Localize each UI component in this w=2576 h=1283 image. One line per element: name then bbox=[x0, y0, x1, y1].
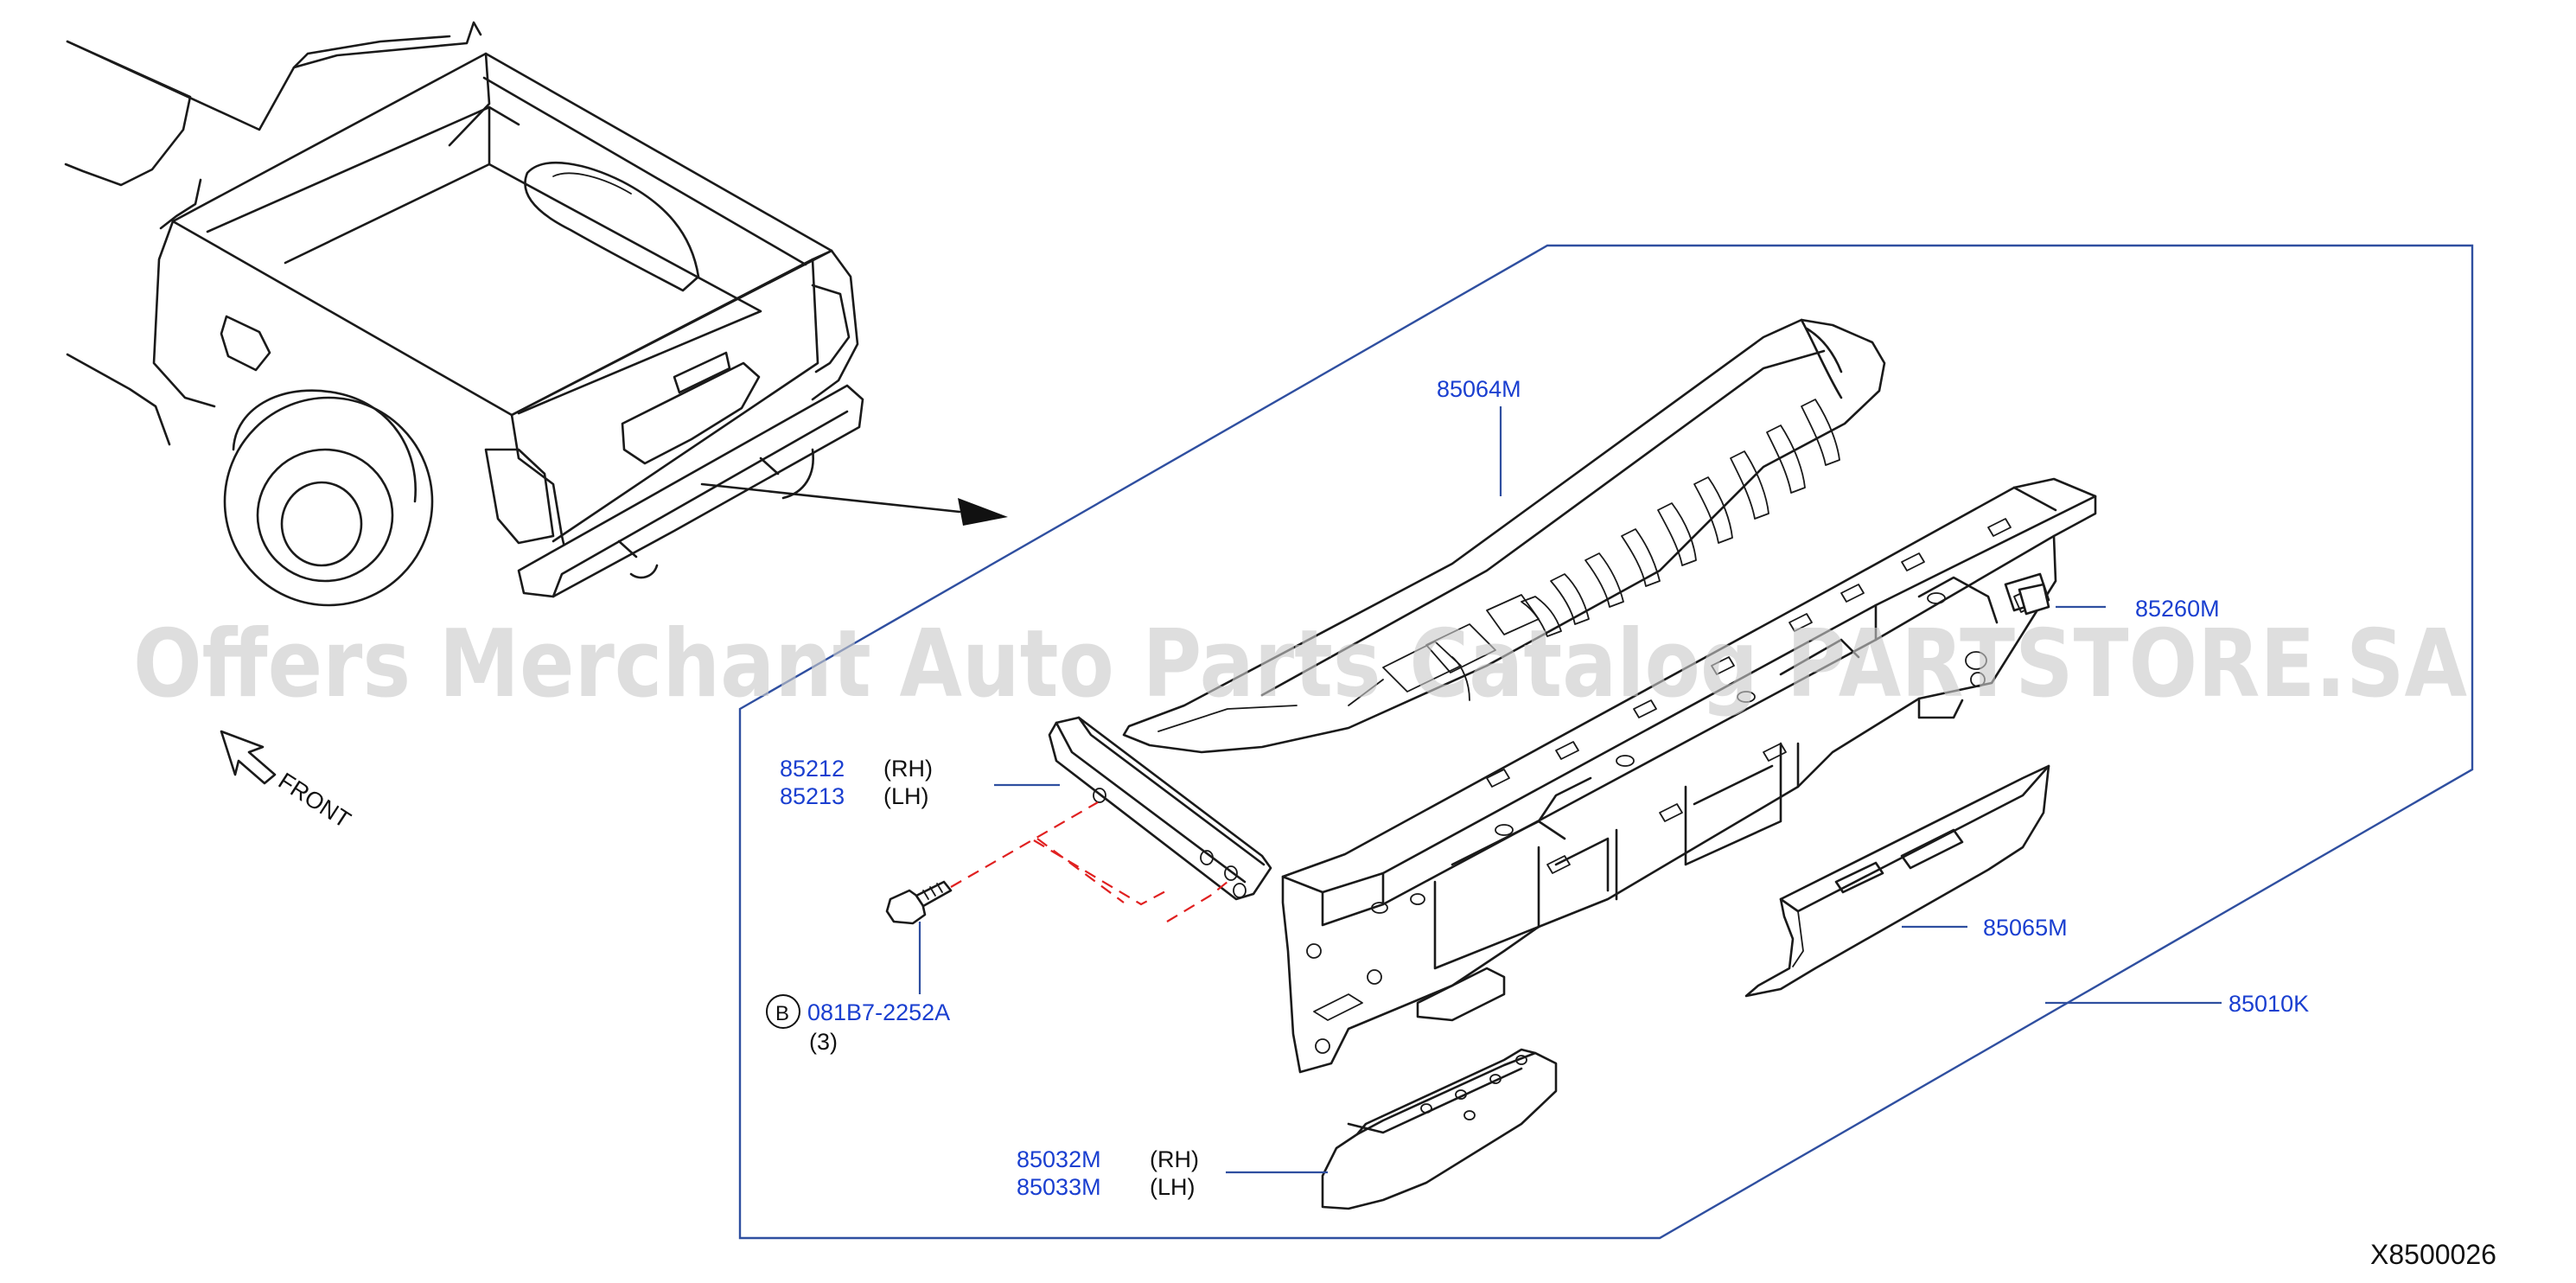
diagram-code: X8500026 bbox=[2370, 1239, 2496, 1270]
label-bumper-assy[interactable]: 85010K bbox=[2228, 991, 2309, 1017]
label-bracket-rh[interactable]: 85212 bbox=[780, 756, 845, 782]
watermark-text: Offers Merchant Auto Parts Catalog PARTS… bbox=[133, 610, 2467, 718]
label-end-cap-side-lh: (LH) bbox=[1150, 1174, 1196, 1200]
bumper-reinforcement-part bbox=[1281, 477, 2097, 1074]
front-arrow-icon bbox=[220, 730, 277, 785]
label-bolt-qty: (3) bbox=[809, 1029, 838, 1055]
bumper-bracket-part bbox=[1048, 716, 1272, 901]
truck-illustration bbox=[64, 21, 1008, 607]
label-end-cap-lh[interactable]: 85033M bbox=[1017, 1174, 1101, 1200]
label-bracket-side-lh: (LH) bbox=[883, 783, 929, 809]
step-pad-part bbox=[1122, 318, 1886, 754]
center-cover-part bbox=[1744, 764, 2050, 998]
end-cap-part bbox=[1321, 1048, 1558, 1210]
label-step-pad[interactable]: 85064M bbox=[1437, 376, 1521, 402]
label-end-cap-rh[interactable]: 85032M bbox=[1017, 1146, 1101, 1172]
bolt-alignment-lines bbox=[950, 801, 1228, 922]
label-bracket-lh[interactable]: 85213 bbox=[780, 783, 845, 809]
bolt-symbol-letter: B bbox=[775, 1002, 789, 1025]
label-end-cap-side-rh: (RH) bbox=[1150, 1146, 1199, 1172]
label-bracket-side-rh: (RH) bbox=[883, 756, 933, 782]
assembly-boundary bbox=[738, 244, 2474, 1240]
nut-icon bbox=[2018, 583, 2050, 616]
label-bolt[interactable]: 081B7-2252A bbox=[807, 999, 950, 1025]
bolt-part bbox=[885, 880, 953, 925]
front-direction-indicator: FRONT bbox=[220, 730, 355, 833]
label-reinforcement[interactable]: 85260M bbox=[2135, 596, 2220, 622]
bolt-symbol: B bbox=[766, 994, 800, 1029]
leader-lines bbox=[918, 406, 2222, 1174]
label-center-cover[interactable]: 85065M bbox=[1983, 915, 2068, 941]
front-label: FRONT bbox=[274, 768, 355, 833]
